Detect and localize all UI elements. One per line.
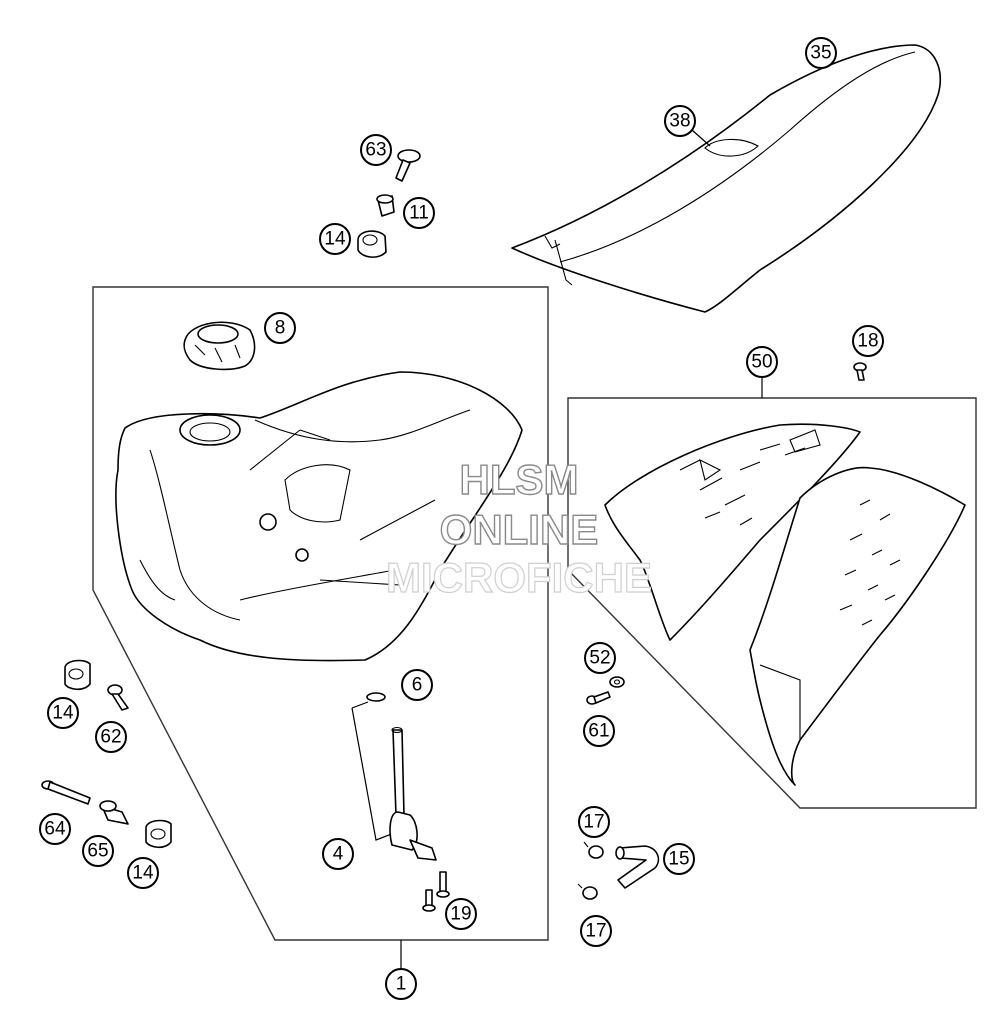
svg-text:11: 11 (409, 203, 429, 224)
svg-text:14: 14 (132, 863, 154, 884)
callout-64: 64 (39, 813, 71, 845)
svg-text:61: 61 (588, 721, 609, 742)
svg-text:50: 50 (751, 352, 772, 373)
spoiler-left-part (604, 423, 861, 641)
svg-text:1: 1 (396, 974, 407, 995)
svg-text:8: 8 (275, 318, 286, 339)
spoiler-kit-frame (567, 397, 977, 809)
watermark-line-1: HLSM (460, 456, 579, 503)
callout-17-top: 17 (578, 806, 610, 838)
callout-50: 50 (746, 346, 778, 378)
fuel-petcock-part (389, 726, 437, 861)
callout-8: 8 (264, 312, 296, 344)
callout-18: 18 (852, 325, 884, 357)
bushing-11-part (376, 194, 395, 217)
callout-15: 15 (663, 843, 695, 875)
svg-text:64: 64 (44, 819, 66, 840)
callout-65: 65 (82, 835, 114, 867)
seat-part (511, 44, 942, 313)
svg-text:63: 63 (365, 140, 386, 161)
callout-38: 38 (664, 105, 696, 137)
callout-52: 52 (584, 642, 616, 674)
callout-63: 63 (360, 134, 392, 166)
callout-1: 1 (385, 968, 417, 1000)
screw-61-part (586, 691, 611, 705)
svg-text:38: 38 (669, 111, 690, 132)
svg-text:19: 19 (450, 904, 471, 925)
bolt-62-part (107, 684, 129, 711)
bolt-64-part (41, 780, 91, 805)
callout-35: 35 (805, 37, 837, 69)
bolt-63-part (395, 149, 421, 182)
svg-text:35: 35 (810, 43, 831, 64)
fuel-tank-part (115, 371, 523, 662)
clamp-17-bottom-part (577, 883, 598, 900)
svg-text:14: 14 (324, 229, 346, 250)
svg-text:15: 15 (668, 849, 689, 870)
rubber-14-bottom-part (145, 819, 172, 849)
callout-19: 19 (445, 898, 477, 930)
watermark-line-3: MICROFICHE (386, 554, 652, 601)
svg-text:17: 17 (583, 812, 604, 833)
callout-14-bottom: 14 (127, 857, 159, 889)
spoiler-right-part (749, 466, 966, 786)
callout-14-left: 14 (47, 697, 79, 729)
svg-text:52: 52 (589, 648, 610, 669)
watermark-line-2: ONLINE (440, 506, 599, 553)
svg-text:18: 18 (857, 331, 878, 352)
fuel-tank-kit-frame (92, 286, 549, 941)
rubber-14-left-part (64, 659, 91, 691)
callout-6: 6 (401, 669, 433, 701)
callout-14-top: 14 (319, 223, 351, 255)
o-ring-part (366, 692, 386, 702)
rubber-14-top-part (357, 230, 387, 258)
callout-11: 11 (403, 197, 435, 229)
screw-19-part (422, 871, 450, 912)
svg-text:14: 14 (52, 703, 74, 724)
callout-4: 4 (322, 838, 354, 870)
svg-text:65: 65 (87, 841, 108, 862)
callout-61: 61 (583, 715, 615, 747)
svg-text:6: 6 (412, 675, 423, 696)
hose-15-part (615, 845, 660, 889)
spacer-65-part (99, 800, 129, 825)
clamp-17-top-part (583, 841, 604, 859)
screw-18-part (853, 362, 867, 381)
callout-62: 62 (95, 721, 127, 753)
watermark: HLSM ONLINE MICROFICHE (385, 455, 652, 601)
svg-text:17: 17 (585, 921, 606, 942)
svg-text:62: 62 (100, 727, 121, 748)
callout-17-bottom: 17 (580, 915, 612, 947)
svg-text:4: 4 (333, 844, 344, 865)
fuel-cap-part (183, 321, 256, 371)
washer-52-part (609, 676, 625, 688)
